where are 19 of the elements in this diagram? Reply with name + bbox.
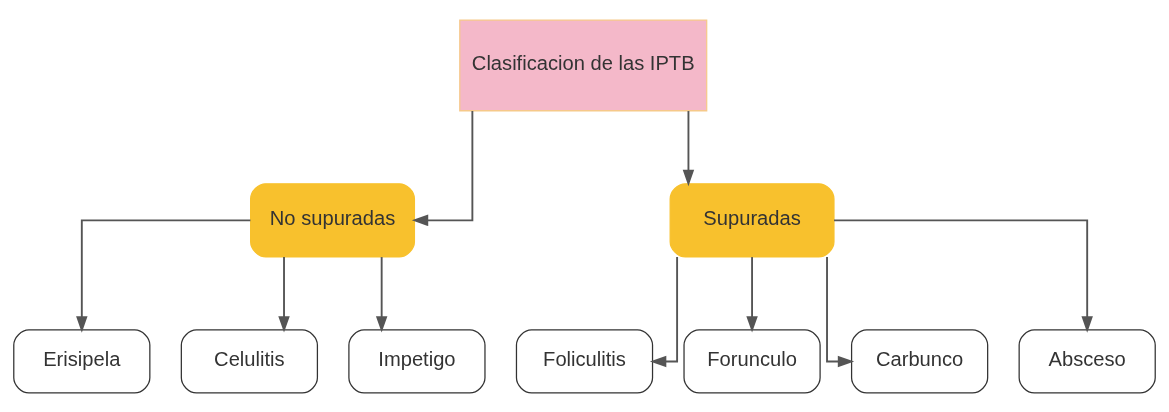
node-box: Forunculo: [683, 328, 821, 394]
node-box: No supuradas: [250, 182, 416, 257]
arrow: [375, 255, 388, 333]
node-box: Celulitis: [180, 328, 319, 394]
arrow: [76, 218, 252, 333]
node-box: Foliculitis: [515, 328, 654, 394]
node-box: Erisipela: [13, 328, 151, 394]
arrow: [649, 255, 679, 367]
node-box: Absceso: [1018, 328, 1156, 394]
arrow: [682, 109, 695, 186]
node-box: Impetigo: [348, 328, 486, 394]
node-box: Supuradas: [669, 182, 835, 257]
node-box: Carbunco: [850, 328, 989, 394]
arrow: [411, 109, 474, 226]
arrow: [746, 255, 758, 333]
arrow: [278, 255, 290, 333]
node-box: Clasificacion de las IPTB: [459, 18, 708, 111]
arrow: [826, 255, 855, 367]
arrow: [833, 218, 1093, 333]
